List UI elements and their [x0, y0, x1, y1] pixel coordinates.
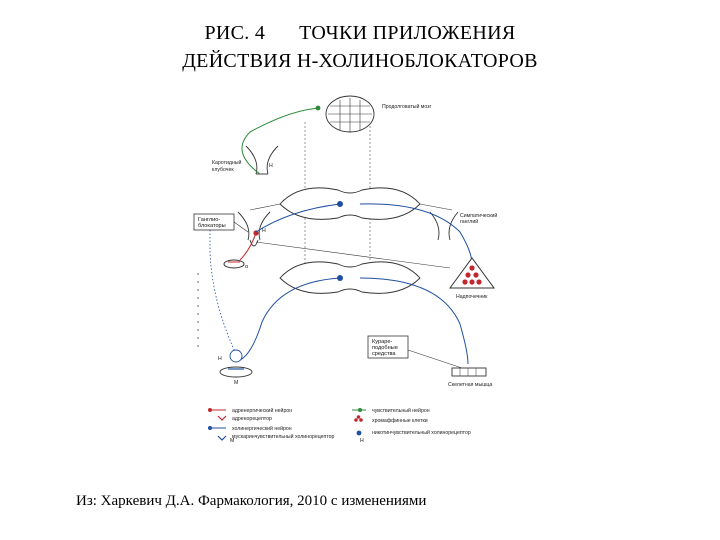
motor-fiber-left — [239, 277, 341, 361]
curare-box — [367, 335, 409, 359]
efferent-dots — [197, 273, 199, 347]
figure-title-line1: РИС. 4 ТОЧКИ ПРИЛОЖЕНИЯ — [0, 22, 720, 45]
figure-title-line2: ДЕЙСТВИЯ Н-ХОЛИНОБЛОКАТОРОВ — [182, 50, 538, 72]
ganglion-receptor-label: Н — [262, 228, 266, 234]
adreno-receptor-mark: α — [245, 264, 248, 270]
legend-m-mark: М — [230, 438, 234, 444]
muscarinic-h-label: Н — [218, 356, 222, 362]
carotid-receptor-label: Н — [269, 163, 273, 169]
legend-item-2: холинергический нейрон — [232, 425, 292, 432]
legend-texts: адренергический нейрон адренорецептор холи… — [232, 407, 471, 440]
ganglioblockers-label-1: Ганглио- — [198, 217, 220, 223]
motor-fiber-right — [359, 277, 469, 365]
legend-item-0: адренергический нейрон — [232, 407, 292, 414]
figure-title-text: ТОЧКИ ПРИЛОЖЕНИЯ — [299, 22, 516, 44]
spinal-segment-lower — [279, 261, 421, 294]
medulla-label: Продолговатый мозг — [382, 103, 432, 110]
muscarinic-effector — [219, 349, 253, 378]
nicotinic-blocker-diagram: Продолговатый мозг Каротидный клубочек Н… — [193, 95, 497, 444]
legend-item-6: никотинчувствительный холинорецептор — [372, 429, 471, 436]
curare-label-1: Курарe- — [372, 339, 392, 345]
carotid-label-1: Каротидный — [212, 159, 241, 166]
ganglioblockers-pointer — [233, 221, 249, 233]
skeletal-muscle — [451, 367, 487, 377]
sensory-neuron-dot — [315, 105, 321, 111]
legend-item-1: адренорецептор — [232, 416, 272, 422]
curare-pointer — [407, 349, 463, 369]
carotid-body — [245, 145, 279, 175]
symp-ganglion-label-2: ганглий — [460, 218, 478, 225]
diagram-legend — [208, 408, 366, 441]
curare-label-2: подобные — [372, 345, 398, 351]
curare-label-3: средства — [372, 351, 396, 357]
spinal-segment-upper — [249, 187, 453, 220]
figure-number: РИС. 4 — [204, 22, 266, 44]
medulla-shape — [325, 95, 375, 133]
connector-line — [255, 241, 451, 269]
adrenal-label: Надпочечник — [456, 294, 488, 300]
source-caption: Из: Харкевич Д.А. Фармакология, 2010 с и… — [76, 493, 427, 509]
symp-ganglion-label-1: Симпатический — [460, 212, 497, 219]
ganglio-dotted-line — [209, 230, 237, 355]
legend-item-3: мускаринчувствительный холинорецептор — [232, 433, 335, 440]
legend-h-mark: Н — [360, 438, 364, 444]
legend-item-5: хромаффинные клетки — [372, 418, 428, 424]
cholinergic-fiber-upper-right — [359, 203, 473, 265]
carotid-label-2: клубочек — [212, 167, 234, 173]
cholinergic-fiber-upper-left — [255, 203, 341, 233]
muscarinic-m-label: М — [234, 380, 238, 386]
ganglioblockers-label-2: блокаторы — [198, 223, 226, 229]
legend-item-4: чувствительный нейрон — [372, 407, 430, 414]
adrenal-gland — [449, 257, 495, 289]
sensory-fiber — [241, 107, 321, 175]
adrenergic-effector — [223, 232, 257, 269]
skeletal-muscle-label: Скелетная мышца — [448, 382, 492, 388]
